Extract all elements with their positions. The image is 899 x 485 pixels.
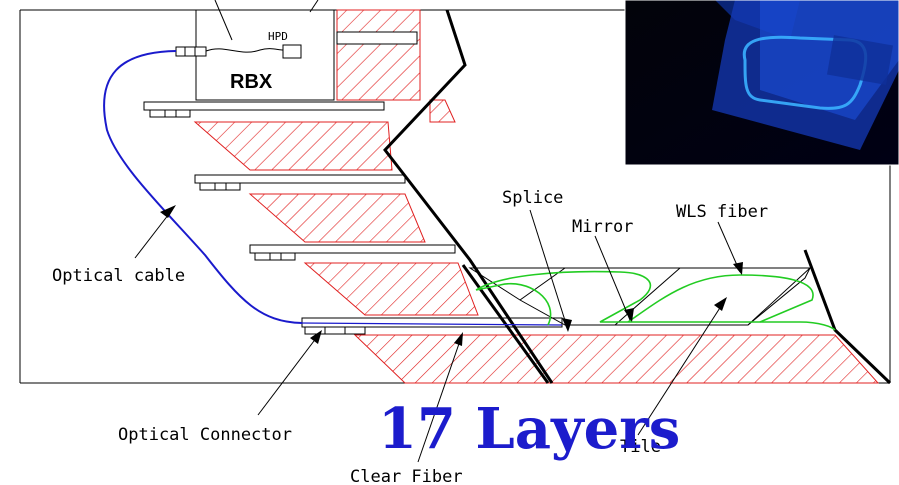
absorber-plate [355, 335, 878, 383]
absorber-plate [305, 263, 478, 315]
rbx-label: RBX [230, 71, 273, 93]
splice-label: Splice [502, 188, 563, 208]
clear-fiber-label: Clear Fiber [350, 467, 463, 485]
absorber-plate [430, 100, 455, 122]
hpd-label: HPD [268, 30, 288, 43]
optical-cable-label: Optical cable [52, 266, 185, 286]
layers-title: 17 Layers [378, 396, 680, 462]
optical-connector-label: Optical Connector [118, 425, 292, 445]
absorber-plate [337, 10, 420, 100]
mirror-label: Mirror [572, 217, 633, 237]
absorber-plate [250, 194, 425, 242]
wls-fiber-label: WLS fiber [676, 202, 768, 222]
tile-photo-inset [625, 0, 899, 165]
absorber-plate [195, 122, 392, 170]
